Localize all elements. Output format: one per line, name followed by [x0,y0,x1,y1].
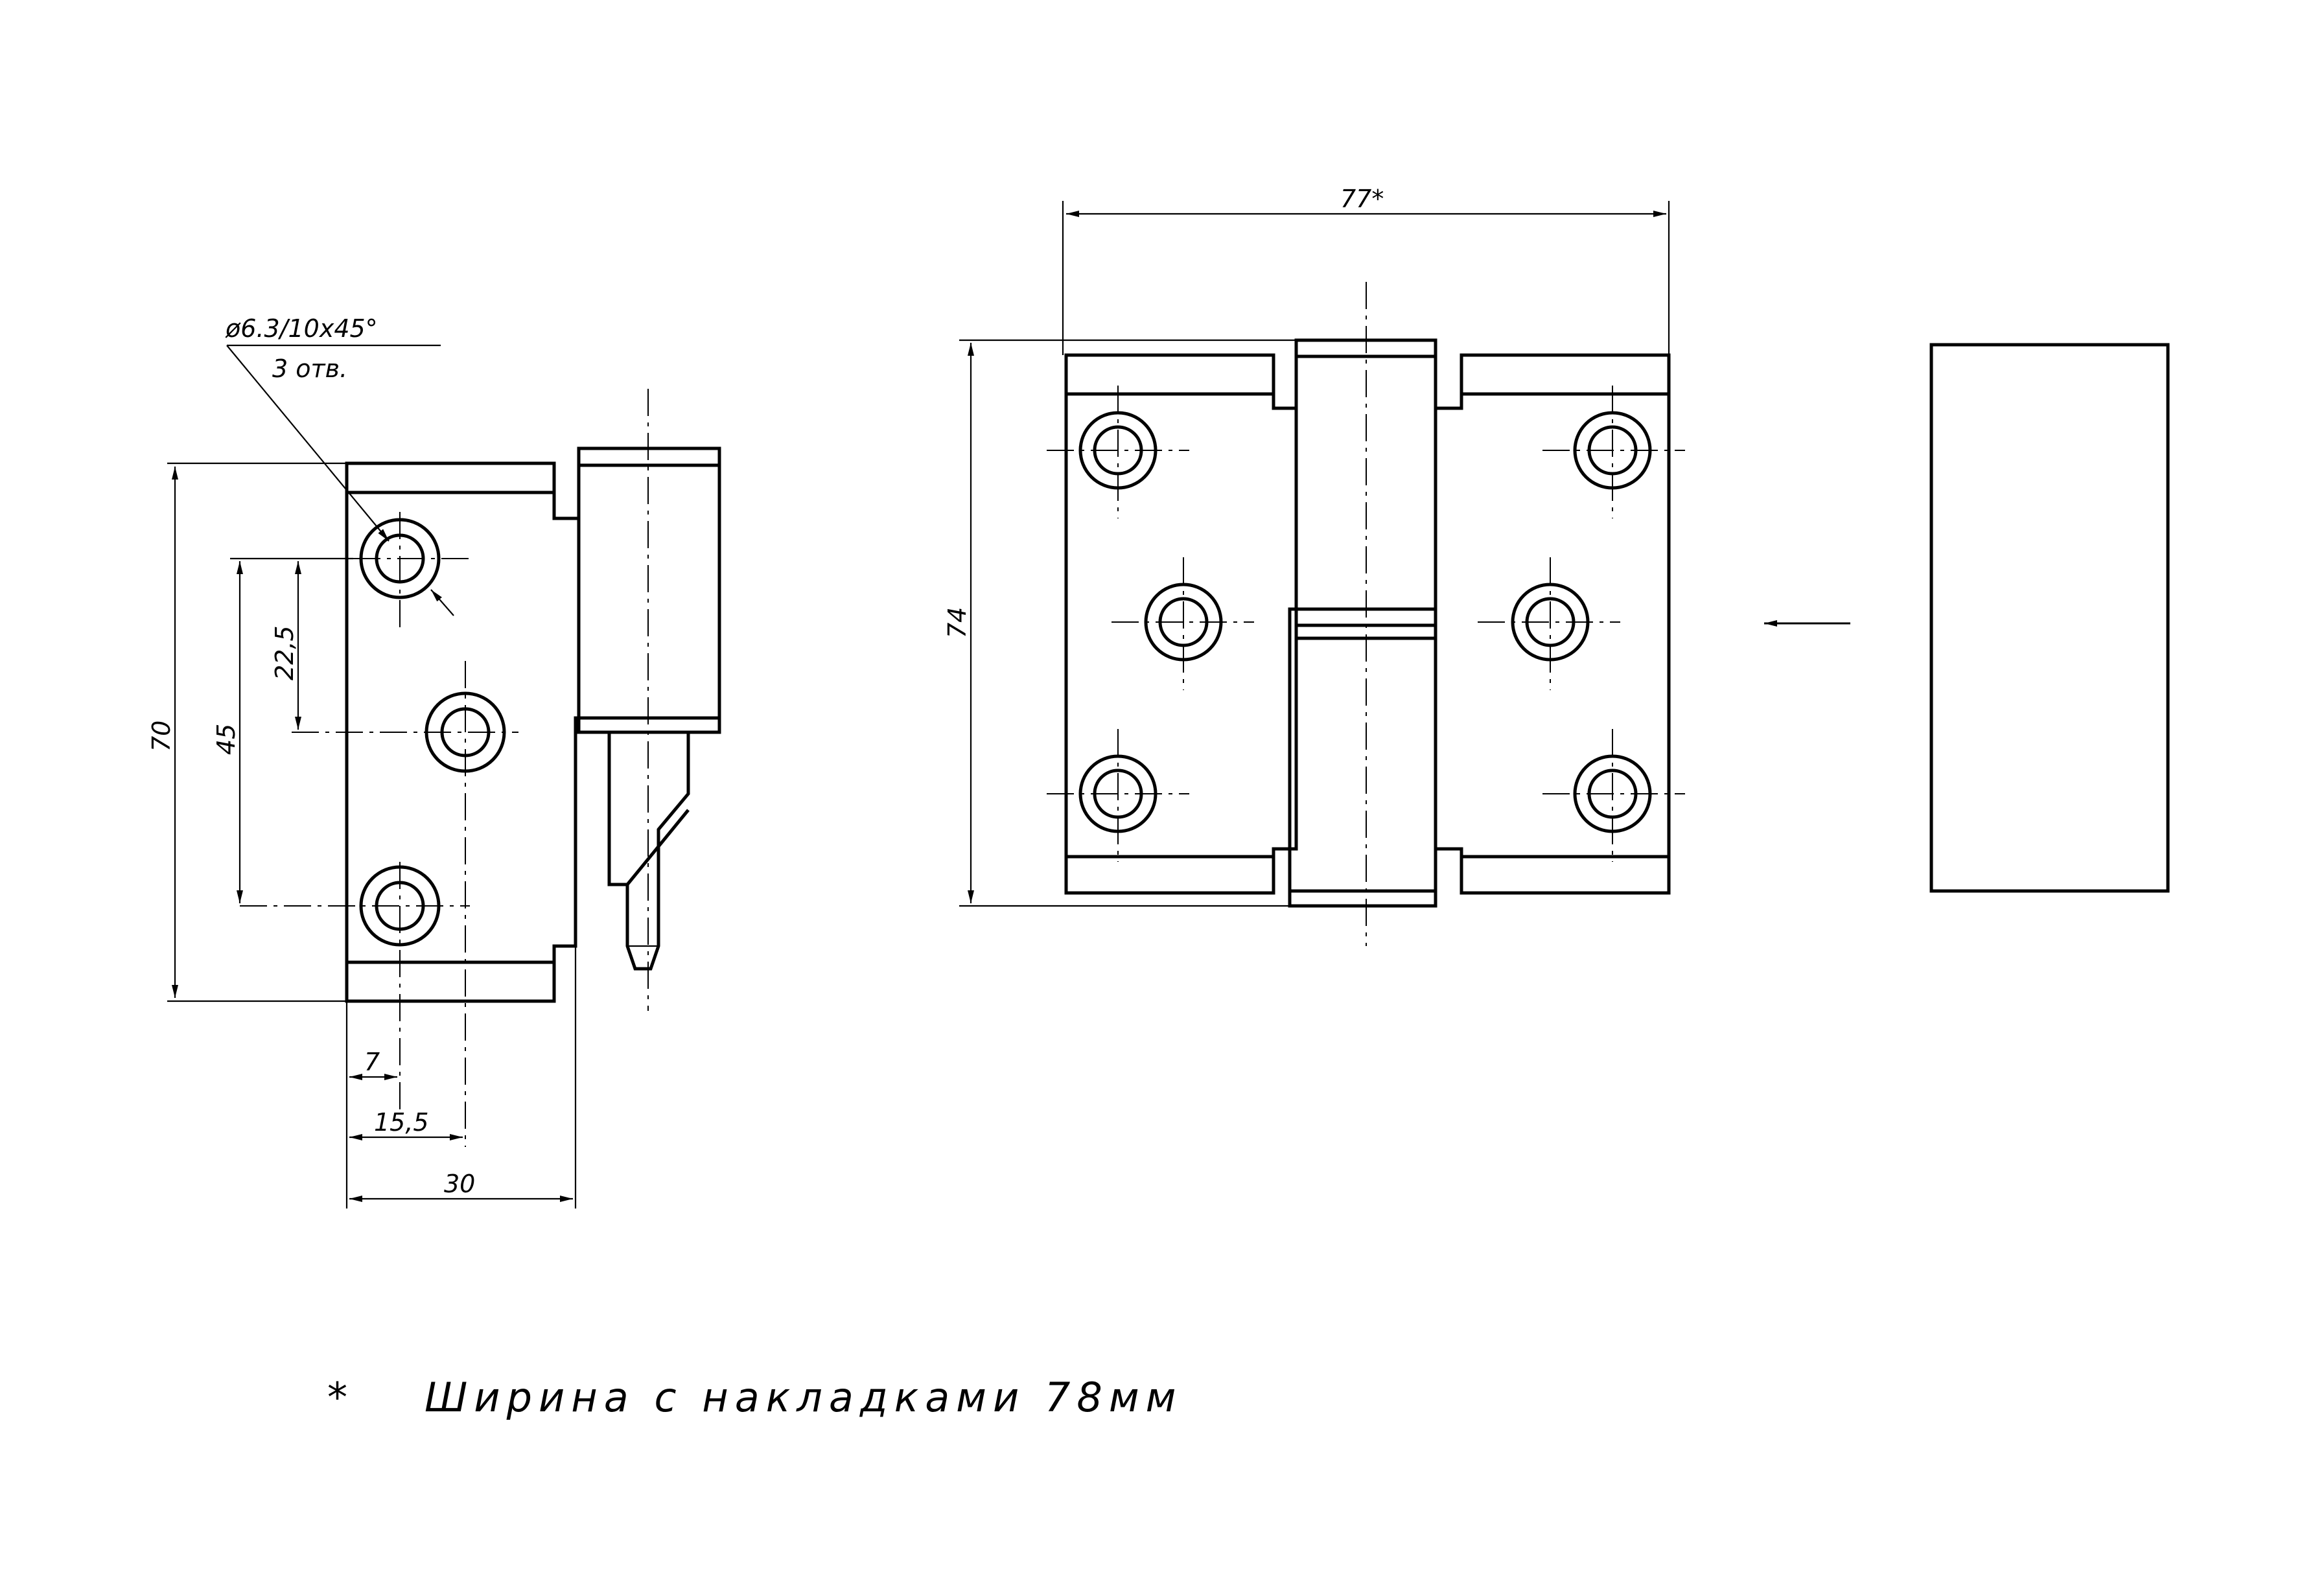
dim-pitch-45: 45 [212,557,353,903]
dim-74-label: 74 [943,607,972,638]
front-hole-right-bottom [1542,729,1685,862]
front-hole-right-middle [1478,557,1620,690]
front-hole-left-middle [1111,557,1254,690]
dim-30-label: 30 [444,1170,475,1198]
knuckle [577,446,721,734]
front-hole-left-top [1047,386,1189,518]
dim-height-74: 74 [943,339,1296,907]
front-view: 77* 74 [943,185,1685,946]
dim-70-label: 70 [147,721,176,752]
left-leaf-outline [1064,353,1298,895]
front-hole-left-bottom [1047,729,1189,862]
knuckle-lower [1288,607,1437,908]
side-hole-bottom [240,862,470,1111]
dim-15-5-label: 15,5 [374,1108,429,1137]
side-hole-top [353,512,470,632]
hole-count-text: 3 отв. [272,354,347,383]
footnote: * Ширина с накладками 78мм [327,1374,1182,1421]
dim-22-5-label: 22,5 [270,625,299,680]
right-leaf-outline [1434,353,1671,895]
dim-height-70: 70 [147,462,347,1002]
dim-45-label: 45 [212,724,240,755]
view-direction [1764,343,2170,893]
dim-center-15-5: 15,5 [349,1108,463,1140]
pin-chamfer-line [626,809,690,886]
dim-width-30: 30 [349,946,577,1209]
dim-77-label: 77* [1340,185,1384,213]
hole-callout-text: ø6.3/10x45° [225,314,378,343]
profile-block [1929,343,2170,893]
note-text: Ширина с накладками 78мм [425,1374,1182,1421]
side-plate-outline [345,461,581,1003]
hole-callout: ø6.3/10x45° 3 отв. [225,314,454,616]
side-hole-middle [292,661,518,1147]
dim-7-label: 7 [364,1048,380,1076]
side-view: ø6.3/10x45° 3 отв. 70 45 22,5 7 [147,314,721,1209]
note-symbol: * [327,1374,354,1421]
front-hole-right-top [1542,386,1685,518]
dim-offset-22-5: 22,5 [270,561,301,730]
dim-width-77: 77* [1062,185,1670,355]
dim-edge-7: 7 [345,1001,397,1209]
hinge-pin [607,732,690,971]
